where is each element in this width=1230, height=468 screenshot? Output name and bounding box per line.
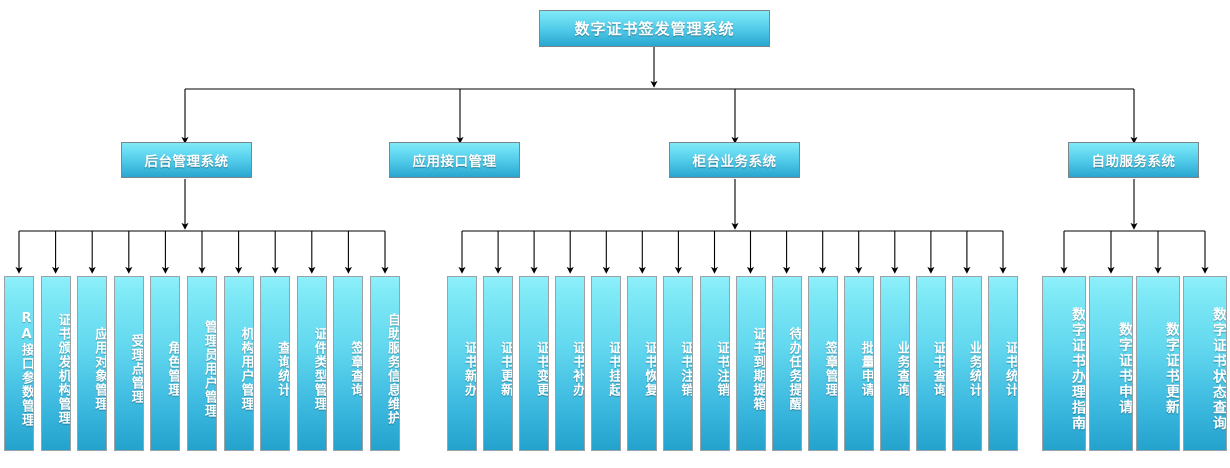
leaf-node[interactable]: 证书恢复 xyxy=(627,276,658,451)
leaf-label: 证书变更 xyxy=(534,340,550,397)
leaf-node[interactable]: 受理点管理 xyxy=(113,276,144,451)
branch-node-application-interface[interactable]: 应用接口管理 xyxy=(389,142,520,178)
leaf-node[interactable]: 机构用户管理 xyxy=(223,276,254,451)
leaf-node[interactable]: 查询统计 xyxy=(260,276,291,451)
leaf-label: 业务查询 xyxy=(894,340,910,397)
leaf-node[interactable]: RA接口参数管理 xyxy=(4,276,34,451)
leaf-label: 证书颁发机构管理 xyxy=(55,312,71,425)
leaf-label: 数字证书申请 xyxy=(1117,322,1133,415)
leaf-label: 证书恢复 xyxy=(642,340,658,397)
leaf-node[interactable]: 管理员用户管理 xyxy=(187,276,217,451)
leaf-label: 管理员用户管理 xyxy=(202,319,217,418)
leaf-node[interactable]: 证书更新 xyxy=(483,276,514,451)
branch-node-counter-business[interactable]: 柜台业务系统 xyxy=(669,142,800,178)
root-node-system-title[interactable]: 数字证书签发管理系统 xyxy=(539,10,770,47)
leaf-label: 角色管理 xyxy=(165,340,181,397)
leaf-node[interactable]: 数字证书更新 xyxy=(1136,276,1180,451)
leaf-label: 证书注销 xyxy=(678,340,694,397)
leaf-node[interactable]: 证书注销 xyxy=(663,276,694,451)
leaf-node[interactable]: 数字证书状态查询 xyxy=(1183,276,1227,451)
leaf-node[interactable]: 批量申请 xyxy=(843,276,874,451)
leaf-node[interactable]: 证书统计 xyxy=(988,276,1018,451)
leaf-label: 自助服务信息维护 xyxy=(385,312,400,425)
leaf-label: 证件类型管理 xyxy=(311,326,327,411)
branch-node-self-service[interactable]: 自助服务系统 xyxy=(1068,142,1199,178)
leaf-node[interactable]: 应用对象管理 xyxy=(77,276,108,451)
leaf-node[interactable]: 数字证书办理指南 xyxy=(1042,276,1086,451)
leaf-label: 业务统计 xyxy=(966,340,982,397)
leaf-node[interactable]: 业务查询 xyxy=(879,276,910,451)
leaf-label: 证书更新 xyxy=(498,340,514,397)
leaf-node[interactable]: 证书颁发机构管理 xyxy=(40,276,71,451)
leaf-label: 数字证书更新 xyxy=(1164,322,1180,415)
leaf-node[interactable]: 自助服务信息维护 xyxy=(370,276,400,451)
leaf-label: 证书补办 xyxy=(570,340,586,397)
leaf-label: 数字证书办理指南 xyxy=(1070,306,1086,431)
leaf-node[interactable]: 证书到期提箱 xyxy=(735,276,766,451)
leaf-node[interactable]: 角色管理 xyxy=(150,276,181,451)
leaf-node[interactable]: 证书变更 xyxy=(519,276,550,451)
leaf-node[interactable]: 证书查询 xyxy=(915,276,946,451)
leaf-label: 证书到期提箱 xyxy=(750,326,766,411)
leaf-label: 证书挂起 xyxy=(606,340,622,397)
leaf-label: 查询统计 xyxy=(275,340,291,397)
leaf-label: 签章查询 xyxy=(348,340,364,397)
leaf-node[interactable]: 签章管理 xyxy=(807,276,838,451)
leaf-node[interactable]: 业务统计 xyxy=(951,276,982,451)
leaf-label: 受理点管理 xyxy=(128,333,144,404)
leaf-label: 数字证书状态查询 xyxy=(1211,306,1227,431)
leaf-label: 证书统计 xyxy=(1003,340,1018,397)
leaf-label: 应用对象管理 xyxy=(92,326,108,411)
leaf-node[interactable]: 证书挂起 xyxy=(591,276,622,451)
leaf-label: 签章管理 xyxy=(822,340,838,397)
leaf-label: 批量申请 xyxy=(858,340,874,397)
branch-node-backend-management[interactable]: 后台管理系统 xyxy=(121,142,252,178)
leaf-label: 机构用户管理 xyxy=(238,326,254,411)
leaf-label: 证书新办 xyxy=(462,340,477,397)
leaf-node[interactable]: 待办任务提醒 xyxy=(771,276,802,451)
leaf-node[interactable]: 证书补办 xyxy=(555,276,586,451)
leaf-node[interactable]: 证书注销 xyxy=(699,276,730,451)
leaf-label: RA接口参数管理 xyxy=(19,310,34,427)
leaf-node[interactable]: 证件类型管理 xyxy=(296,276,327,451)
leaf-node[interactable]: 签章查询 xyxy=(333,276,364,451)
leaf-node[interactable]: 数字证书申请 xyxy=(1089,276,1133,451)
leaf-node[interactable]: 证书新办 xyxy=(447,276,477,451)
leaf-label: 证书查询 xyxy=(930,340,946,397)
leaf-label: 证书注销 xyxy=(714,340,730,397)
leaf-label: 待办任务提醒 xyxy=(786,326,802,411)
